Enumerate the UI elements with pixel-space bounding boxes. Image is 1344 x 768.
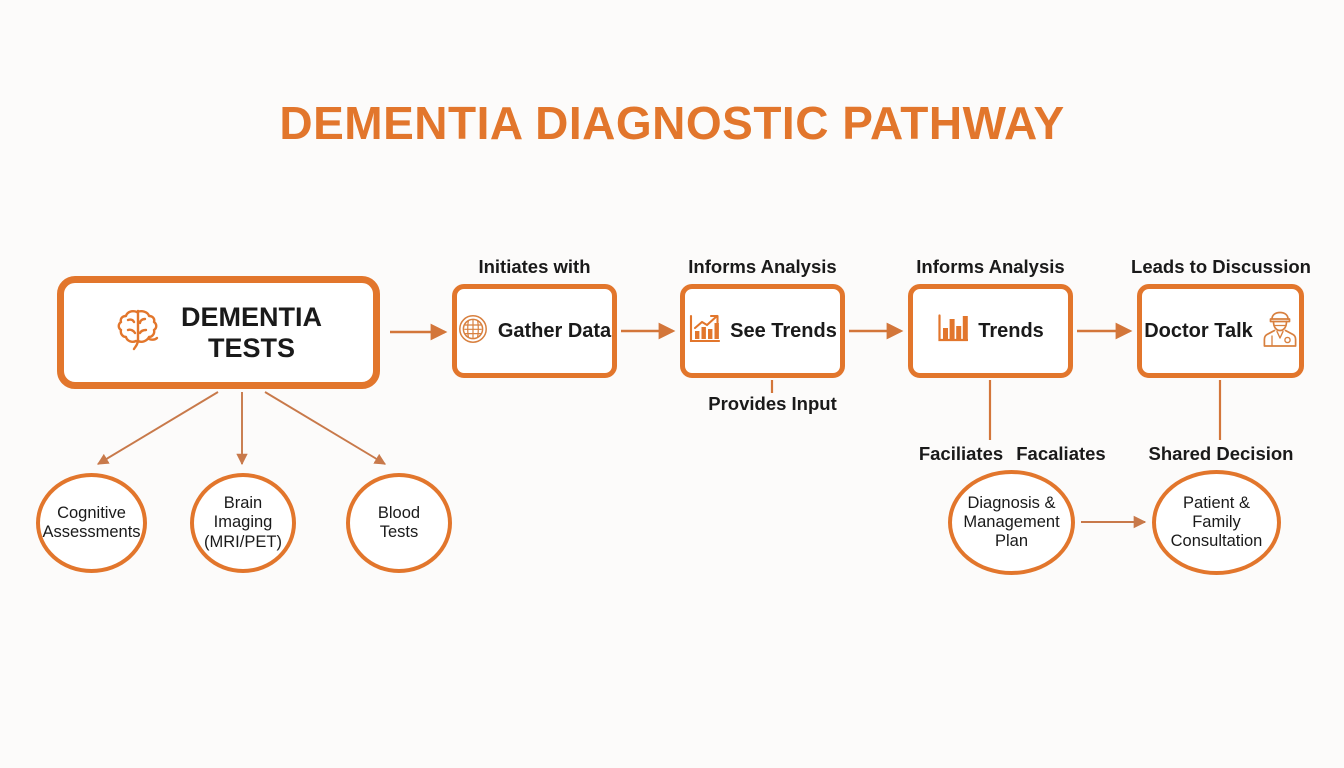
bar-chart-icon	[937, 314, 969, 348]
circle-label: Brain Imaging (MRI/PET)	[204, 494, 282, 552]
label-line-2: Assessments	[42, 523, 141, 541]
node-see-trends-label: See Trends	[730, 319, 837, 342]
node-dementia-tests-label: DEMENTIA TESTS	[181, 302, 322, 362]
node-doctor-talk-label: Doctor Talk	[1144, 319, 1253, 342]
label-line-2: Consultation	[1170, 532, 1263, 551]
trend-chart-icon	[688, 314, 721, 349]
circle-blood-tests[interactable]: Blood Tests	[346, 473, 452, 573]
label-line-1: Cognitive	[57, 503, 126, 522]
caption-facaliates-right: Facaliates	[1016, 443, 1106, 464]
caption-shared-decision: Shared Decision	[1148, 443, 1294, 464]
caption-leads-to-discussion: Leads to Discussion	[1131, 256, 1311, 277]
node-gather-data-label: Gather Data	[497, 319, 612, 342]
circle-label: Diagnosis & Management Plan	[963, 494, 1059, 552]
edge-main-to-cognitive	[97, 391, 219, 465]
edge-main-to-blood	[264, 391, 386, 465]
label-line-3: Plan	[994, 532, 1029, 551]
node-dementia-tests[interactable]: DEMENTIA TESTS	[57, 276, 380, 389]
label-line-2: Tests	[379, 523, 419, 541]
label-line-2: Imaging	[213, 513, 273, 532]
node-trends-label: Trends	[978, 319, 1044, 342]
label-line-1: Blood	[377, 503, 421, 522]
node-see-trends[interactable]: See Trends	[680, 284, 845, 378]
label-line-2: Management	[963, 512, 1060, 531]
label-line-1: DEMENTIA	[181, 302, 322, 333]
circle-diagnosis-management-plan[interactable]: Diagnosis & Management Plan	[948, 470, 1075, 575]
circle-cognitive-assessments[interactable]: Cognitive Assessments	[36, 473, 147, 573]
caption-informs-analysis-1: Informs Analysis	[688, 256, 837, 277]
node-trends[interactable]: Trends	[908, 284, 1073, 378]
label-line-1: Patient & Family	[1183, 493, 1250, 531]
caption-provides-input: Provides Input	[708, 393, 837, 414]
circle-patient-family-consultation[interactable]: Patient & Family Consultation	[1152, 470, 1281, 575]
label-line-3: (MRI/PET)	[204, 532, 282, 551]
caption-faciliates-left: Faciliates	[918, 443, 1004, 464]
brain-circle-icon	[458, 314, 488, 349]
circle-label: Blood Tests	[378, 504, 420, 543]
label-line-1: Brain	[223, 494, 263, 513]
caption-initiates-with: Initiates with	[478, 256, 591, 277]
page-title: DEMENTIA DIAGNOSTIC PATHWAY	[279, 97, 1065, 149]
circle-label: Patient & Family Consultation	[1160, 494, 1273, 552]
doctor-icon	[1263, 310, 1297, 353]
label-line-1: Diagnosis &	[967, 493, 1056, 512]
node-doctor-talk[interactable]: Doctor Talk	[1137, 284, 1304, 378]
brain-icon	[115, 306, 167, 359]
caption-informs-analysis-2: Informs Analysis	[916, 256, 1065, 277]
node-gather-data[interactable]: Gather Data	[452, 284, 617, 378]
label-line-2: TESTS	[207, 332, 295, 363]
circle-label: Cognitive Assessments	[42, 504, 140, 543]
circle-brain-imaging[interactable]: Brain Imaging (MRI/PET)	[190, 473, 296, 573]
